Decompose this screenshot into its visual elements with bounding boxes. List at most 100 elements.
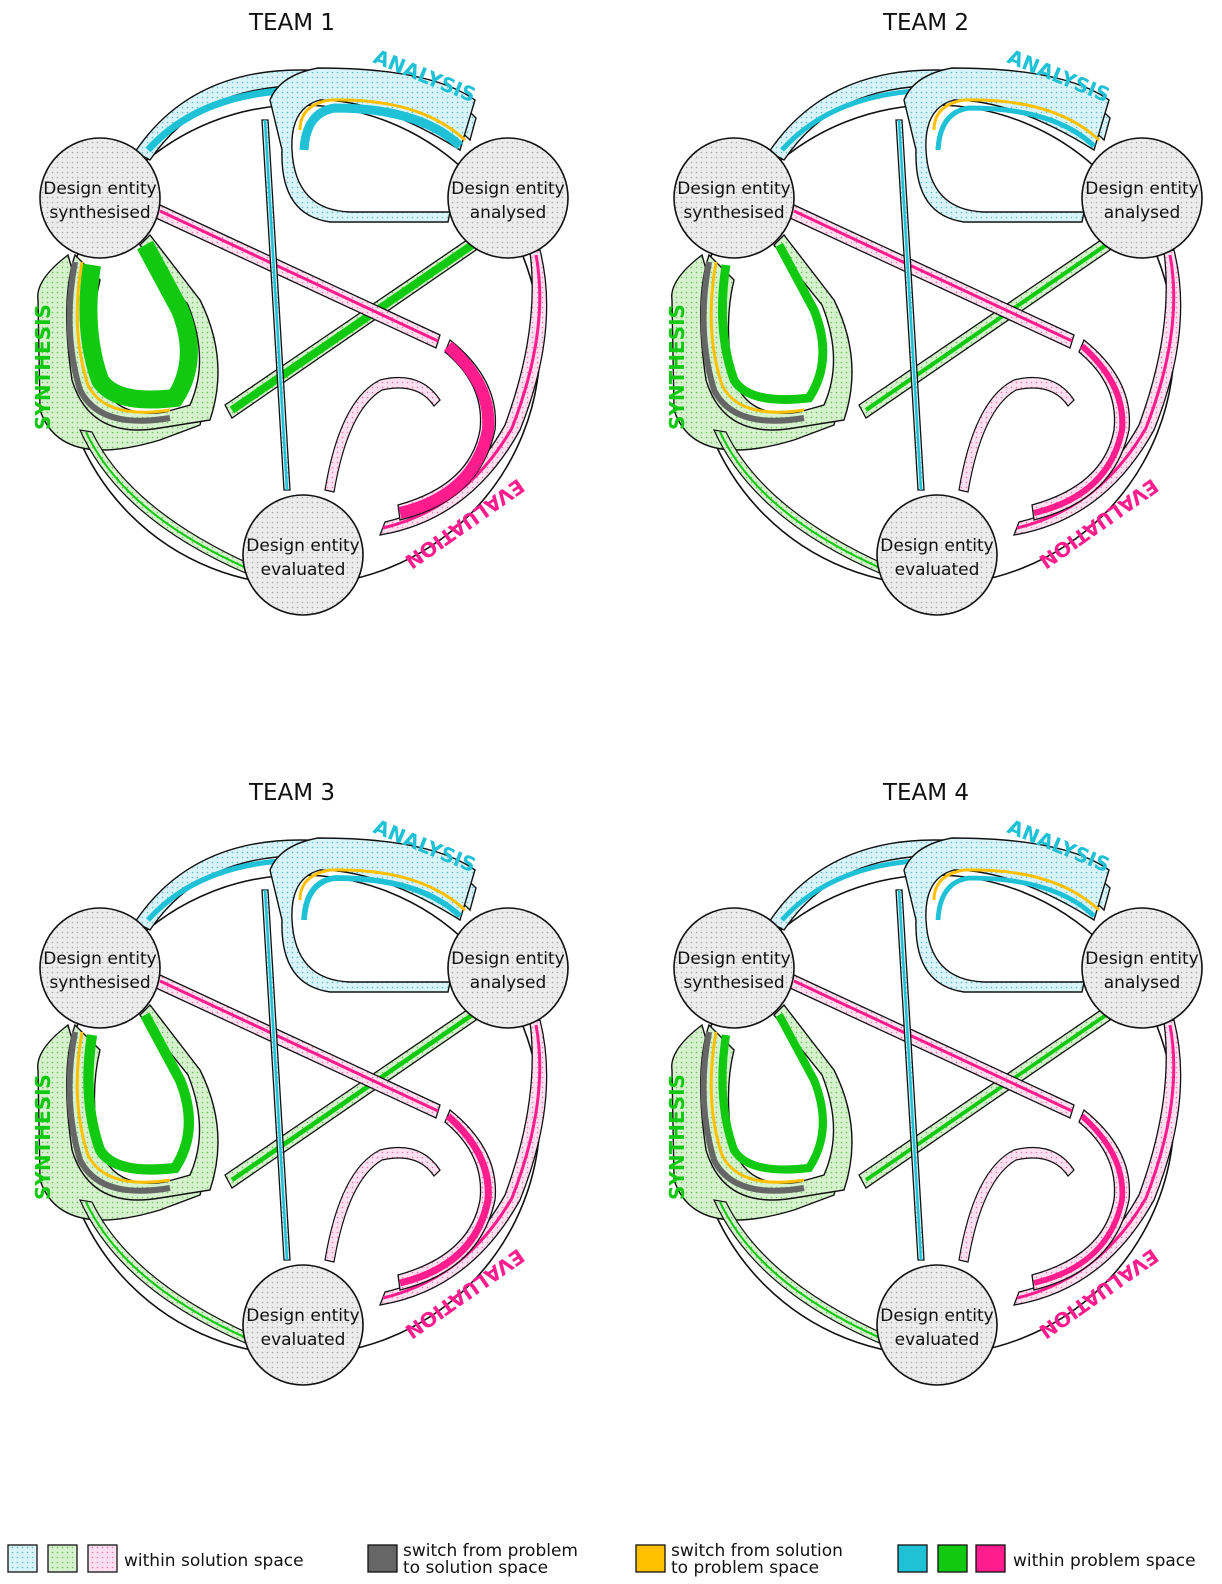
synthesis-to-analysis-flow — [229, 241, 475, 414]
synthesis-to-evaluated-band — [78, 1199, 253, 1346]
node-label-line: analysed — [470, 203, 547, 223]
synthesis-to-evaluation-flow — [159, 209, 439, 343]
node-label-line: Design entity — [880, 536, 993, 556]
analysis-self-loop — [903, 837, 1110, 993]
node-label-line: Design entity — [677, 949, 790, 969]
evaluation-return-loop — [958, 376, 1075, 493]
analysis-loop-flow — [935, 105, 1096, 151]
node-label-line: Design entity — [43, 949, 156, 969]
legend-solution-label: within solution space — [124, 1551, 304, 1571]
synthesis-to-evaluated-flow — [85, 431, 252, 571]
analysis-to-evaluation-flow — [263, 889, 289, 1261]
legend-to-solution-label: to solution space — [403, 1558, 548, 1578]
evaluation-return-loop — [324, 1146, 441, 1263]
synthesis-loop-flow — [717, 242, 828, 404]
synthesis-to-analysis-flow — [230, 1013, 474, 1182]
synthesis-loop-flow — [83, 1012, 194, 1175]
synthesis-to-evaluated-flow — [85, 1201, 252, 1341]
switch-to-problem-flow — [932, 868, 1101, 912]
evaluation-return-loop — [324, 376, 441, 493]
node-synthesised: Design entity synthesised — [673, 137, 795, 259]
node-label-line: Design entity — [246, 536, 359, 556]
legend-swatch-evaluation — [975, 1544, 1006, 1573]
legend-swatch-analysis — [897, 1544, 928, 1573]
legend-swatch-analysis-light — [7, 1544, 38, 1573]
synthesis-to-evaluation-flow — [793, 979, 1073, 1113]
legend-swatch-evaluation-light — [87, 1544, 118, 1573]
node-label-line: Design entity — [1085, 179, 1198, 199]
synthesis-to-analysis-flow — [864, 1013, 1108, 1182]
node-label-line: evaluated — [895, 1330, 980, 1350]
legend-problem-label: within problem space — [1013, 1551, 1196, 1571]
analysis-self-loop — [269, 837, 476, 993]
evaluation-self-loop — [1031, 1108, 1131, 1291]
legend: within solution space switch from problem… — [7, 1541, 1196, 1578]
node-label-line: Design entity — [451, 179, 564, 199]
evaluation-loop-flow — [1033, 1113, 1126, 1286]
node-label-line: Design entity — [451, 949, 564, 969]
analysis-loop-flow — [299, 103, 464, 151]
synthesis-to-evaluated-band — [78, 429, 253, 576]
node-label-line: Design entity — [246, 1306, 359, 1326]
analysis-loop-flow — [935, 875, 1096, 921]
synthesis-loop-flow — [79, 240, 198, 409]
evaluation-band — [378, 1019, 548, 1306]
analysis-to-evaluation-flow — [897, 119, 923, 491]
label-synthesis: SYNTHESIS — [665, 1074, 689, 1200]
node-label-line: Design entity — [43, 179, 156, 199]
synthesis-to-evaluated-flow — [719, 431, 886, 571]
analysis-self-loop — [269, 67, 476, 223]
synthesis-to-evaluation-flow — [793, 209, 1073, 343]
switch-to-problem-flow — [709, 261, 805, 414]
legend-swatch-synthesis-light — [47, 1544, 78, 1573]
switch-to-problem-flow — [298, 98, 467, 142]
legend-to-problem-label: switch from solution — [671, 1541, 843, 1561]
synthesis-to-evaluated-band — [712, 429, 887, 576]
legend-swatch-to-solution — [367, 1544, 398, 1573]
node-label-line: analysed — [470, 973, 547, 993]
evaluation-loop-flow — [398, 341, 495, 519]
node-analysed: Design entity analysed — [447, 907, 569, 1029]
node-label-line: synthesised — [49, 203, 150, 223]
team-title: TEAM 4 — [882, 780, 969, 806]
synthesis-loop-flow — [718, 1013, 827, 1174]
switch-to-solution-flow — [700, 261, 805, 424]
node-label-line: Design entity — [1085, 949, 1198, 969]
node-evaluated: Design entity evaluated — [876, 1264, 998, 1386]
node-analysed: Design entity analysed — [447, 137, 569, 259]
node-synthesised: Design entity synthesised — [39, 137, 161, 259]
label-synthesis: SYNTHESIS — [31, 304, 55, 430]
evaluation-loop-flow — [399, 1113, 492, 1287]
switch-to-problem-flow — [298, 868, 467, 912]
node-label-line: Design entity — [677, 179, 790, 199]
node-label-line: Design entity — [880, 1306, 993, 1326]
node-label-line: synthesised — [49, 973, 150, 993]
node-label-line: analysed — [1104, 973, 1181, 993]
analysis-loop-flow — [301, 875, 462, 921]
team-title: TEAM 2 — [882, 10, 969, 36]
analysis-self-loop — [903, 67, 1110, 223]
legend-to-solution-label: switch from problem — [403, 1541, 578, 1561]
switch-to-solution-flow — [66, 1031, 171, 1194]
node-evaluated: Design entity evaluated — [242, 1264, 364, 1386]
node-label-line: synthesised — [683, 203, 784, 223]
switch-to-problem-flow — [709, 1031, 805, 1184]
evaluation-return-loop — [958, 1146, 1075, 1263]
analysis-to-evaluation-flow — [897, 889, 923, 1261]
synthesis-to-evaluated-flow — [719, 1201, 886, 1341]
evaluation-band — [1012, 249, 1182, 536]
switch-to-problem-flow — [932, 98, 1101, 142]
evaluation-loop-flow — [1033, 343, 1126, 516]
label-synthesis: SYNTHESIS — [31, 1074, 55, 1200]
node-analysed: Design entity analysed — [1081, 907, 1203, 1029]
node-label-line: evaluated — [261, 1330, 346, 1350]
node-label-line: synthesised — [683, 973, 784, 993]
team-title: TEAM 3 — [248, 780, 335, 806]
switch-to-problem-flow — [75, 261, 171, 414]
